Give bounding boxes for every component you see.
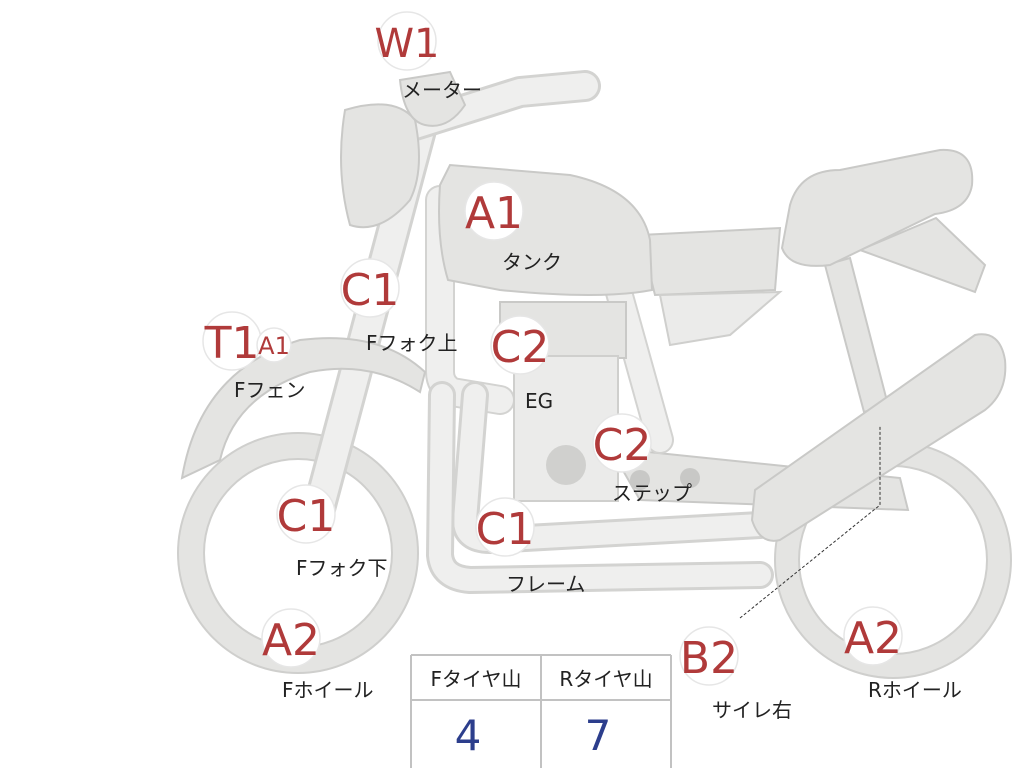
part-marker-step: C2 ステップ — [592, 413, 692, 505]
part-marker-front-wheel: A2 Fホイール — [261, 608, 374, 702]
under-seat-panel — [658, 290, 783, 347]
table-header-rear-tire: Rタイヤ山 — [559, 667, 652, 691]
part-label: Fホイール — [282, 678, 374, 702]
tire-tread-table: Fタイヤ山 Rタイヤ山 4 7 — [410, 654, 672, 768]
part-annotations: W1 メーター A1 タンク C1 Fフォク上 T1 A1 Fフェン C2 EG — [202, 11, 962, 722]
table-value-front-tire: 4 — [455, 711, 482, 760]
step-peg — [680, 468, 700, 488]
part-label: サイレ右 — [712, 698, 792, 722]
rear-subframe — [857, 216, 987, 294]
part-code: C2 — [593, 420, 652, 471]
part-label: Fフェン — [234, 378, 306, 402]
meter — [398, 70, 467, 127]
part-label: メーター — [402, 78, 482, 102]
side-cover — [638, 226, 782, 297]
table-header-front-tire: Fタイヤ山 — [431, 667, 522, 691]
part-code: T1 — [204, 318, 260, 369]
part-label: ステップ — [612, 481, 692, 505]
part-label: タンク — [502, 250, 562, 274]
part-marker-frame: C1 フレーム — [475, 497, 585, 596]
part-marker-tank: A1 タンク — [464, 181, 562, 274]
part-code: B2 — [680, 633, 738, 684]
front-fender — [180, 337, 427, 480]
part-code: C2 — [491, 322, 550, 373]
part-code: W1 — [375, 21, 440, 67]
table-value-rear-tire: 7 — [585, 711, 612, 760]
part-label: Fフォク上 — [366, 331, 458, 355]
part-code: A2 — [262, 615, 320, 666]
part-label: フレーム — [506, 572, 585, 596]
part-marker-rear-wheel: A2 Rホイール — [843, 606, 962, 702]
rear-shock — [823, 256, 890, 414]
part-marker-fork-lower: C1 Fフォク下 — [276, 484, 388, 580]
part-code: C1 — [476, 504, 535, 555]
headlight — [340, 103, 420, 229]
step-peg — [630, 470, 650, 490]
motorcycle-illustration — [177, 70, 1012, 679]
part-code: A2 — [844, 613, 902, 664]
part-label: Rホイール — [868, 678, 962, 702]
part-label: Fフォク下 — [296, 556, 388, 580]
part-label: EG — [525, 389, 553, 413]
part-code: A1 — [465, 188, 523, 239]
seat — [780, 148, 974, 267]
muffler — [750, 333, 1007, 542]
part-marker-front-fender: T1 A1 Fフェン — [202, 311, 306, 402]
part-code: C1 — [277, 491, 336, 542]
part-marker-fork-upper: C1 Fフォク上 — [340, 258, 458, 355]
part-marker-meter: W1 メーター — [375, 11, 482, 102]
part-secondary-code: A1 — [258, 332, 290, 360]
part-marker-muffler-right: B2 サイレ右 — [679, 626, 792, 722]
part-marker-engine: C2 EG — [490, 315, 553, 413]
part-code: C1 — [341, 265, 400, 316]
